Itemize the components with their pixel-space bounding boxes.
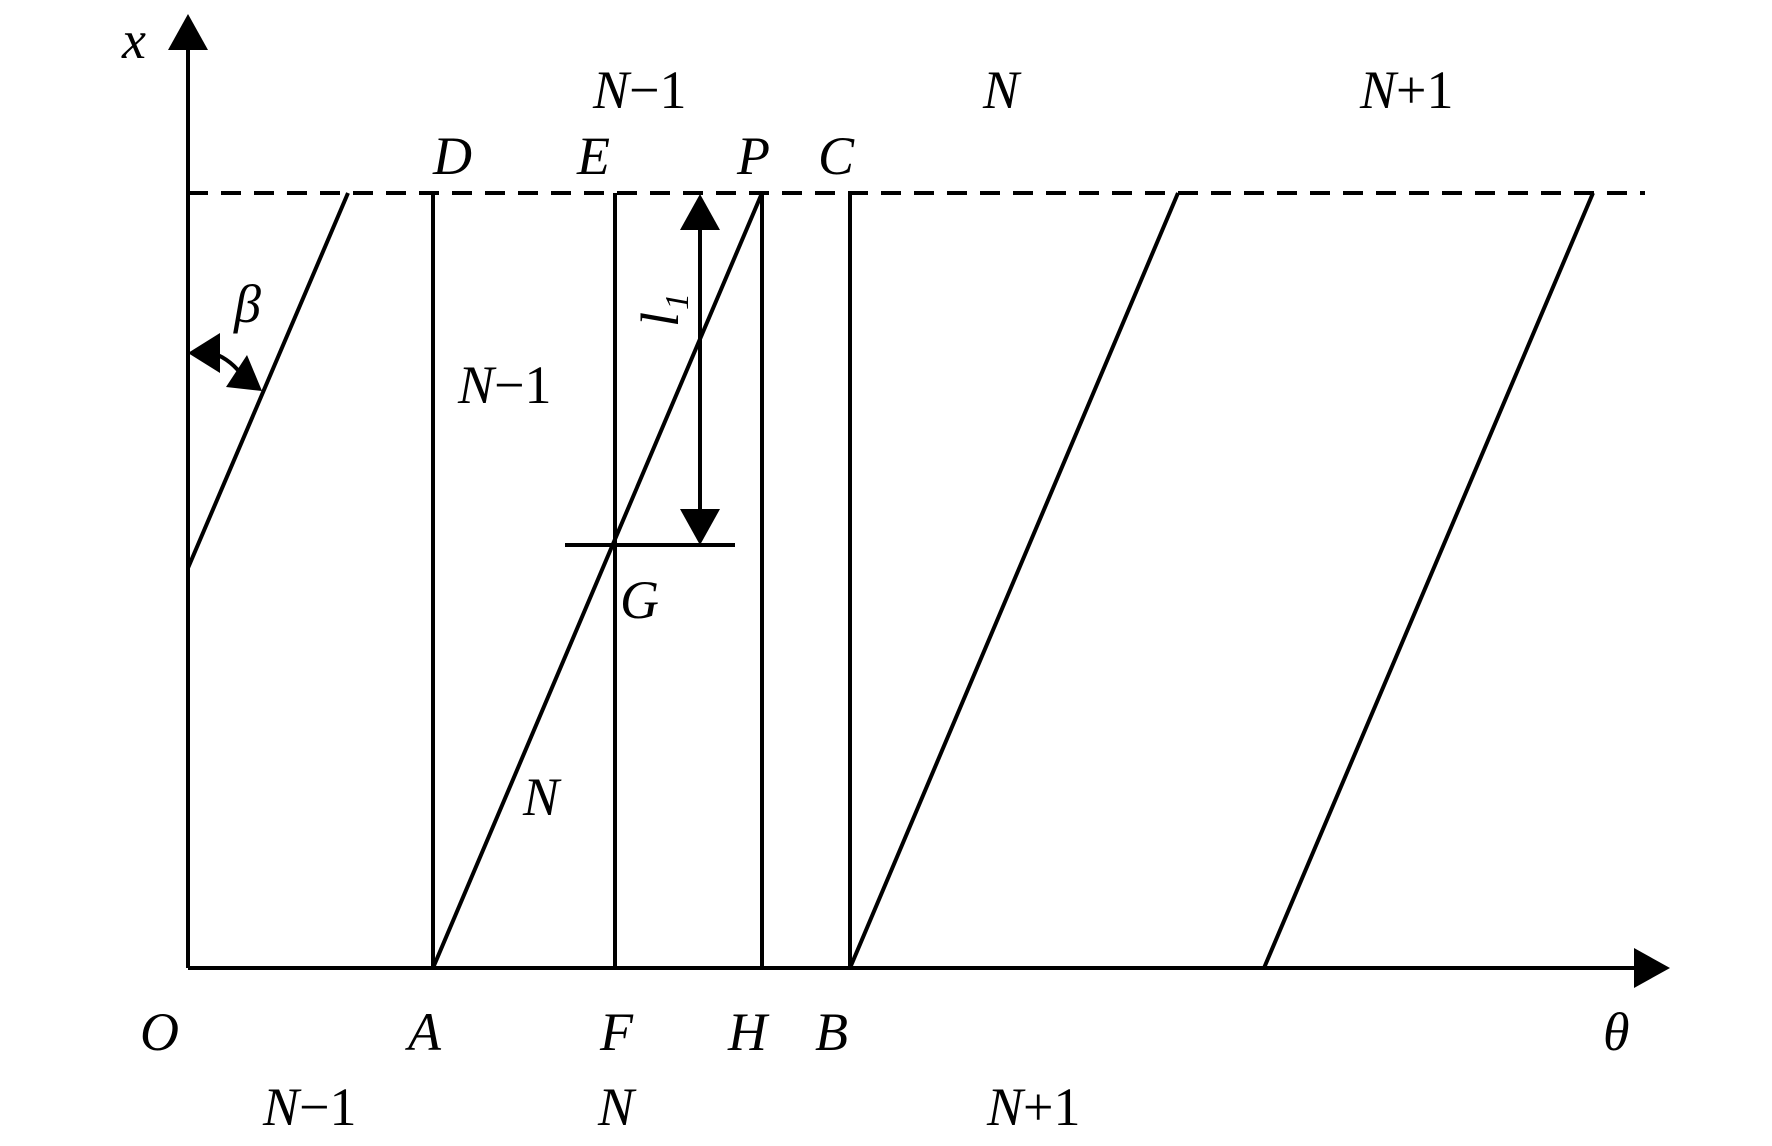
point-label-C: C <box>818 126 855 186</box>
beta-arrowhead-right <box>226 355 262 391</box>
region-label-bottom-n-plus-1: N+1 <box>986 1077 1081 1137</box>
region-label-mid-n-minus-1: N−1 <box>457 355 552 415</box>
x-axis-arrowhead <box>168 14 208 50</box>
x-axis-label: x <box>121 10 146 70</box>
point-label-H: H <box>727 1002 770 1062</box>
slanted-line-left <box>186 192 350 569</box>
point-label-E: E <box>576 126 610 186</box>
point-label-F: F <box>599 1002 634 1062</box>
region-label-mid-n: N <box>522 767 562 827</box>
l1-label: l1 <box>630 293 696 327</box>
point-label-P: P <box>736 126 770 186</box>
l1-arrowhead-top <box>680 194 720 230</box>
point-label-G: G <box>620 570 659 630</box>
region-label-bottom-n-minus-1: N−1 <box>262 1077 357 1137</box>
point-label-A: A <box>405 1002 442 1062</box>
theta-axis-label: θ <box>1603 1002 1630 1062</box>
point-label-D: D <box>432 126 472 186</box>
region-label-top-n-minus-1: N−1 <box>592 60 687 120</box>
beta-label: β <box>233 274 261 334</box>
theta-axis-arrowhead <box>1634 948 1670 988</box>
slanted-line-from-B <box>848 192 1180 969</box>
l1-arrowhead-bottom <box>680 509 720 545</box>
beta-arrowhead-left <box>188 333 220 373</box>
region-label-top-n: N <box>982 60 1022 120</box>
point-label-O: O <box>140 1002 179 1062</box>
point-label-B: B <box>815 1002 848 1062</box>
region-label-top-n-plus-1: N+1 <box>1359 60 1454 120</box>
slanted-line-AP <box>431 192 764 969</box>
slanted-line-right <box>1262 192 1595 969</box>
region-label-bottom-n: N <box>597 1077 637 1137</box>
